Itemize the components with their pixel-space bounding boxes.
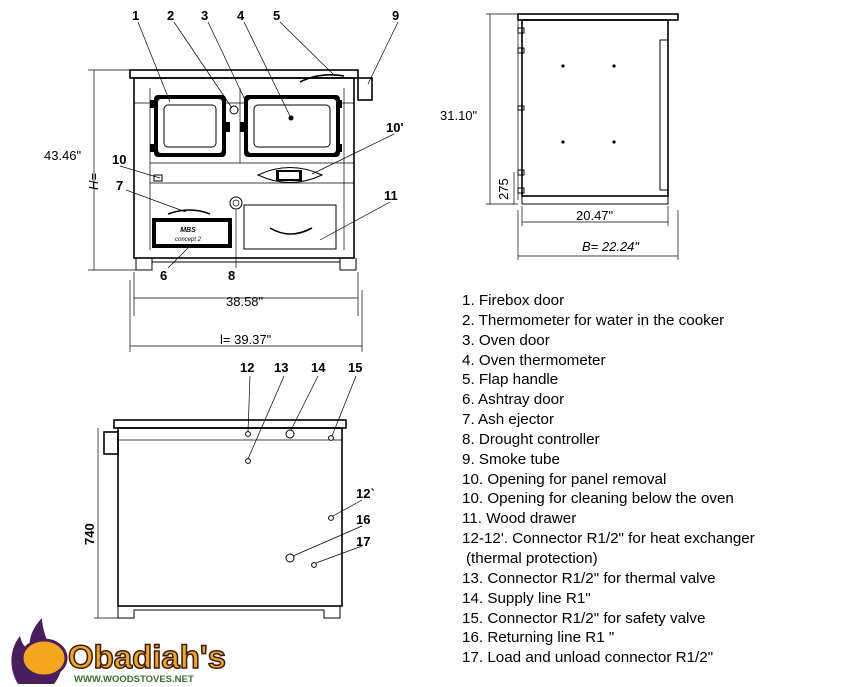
parts-legend: 1. Firebox door 2. Thermometer for water … — [462, 291, 755, 668]
legend-item: 12-12'. Connector R1/2" for heat exchang… — [462, 530, 755, 548]
callout-8: 8 — [228, 268, 235, 283]
nameplate-model: concept 2 — [175, 237, 202, 243]
callout-10-prime: 10' — [386, 120, 404, 135]
logo-text: Obadiah's — [68, 639, 226, 675]
firebox-door — [150, 95, 230, 157]
side-height-dimension: 31.10" — [440, 108, 478, 123]
legend-item: 10. Opening for cleaning below the oven — [462, 490, 734, 508]
front-cooktop — [129, 69, 359, 79]
legend-item: 6. Ashtray door — [462, 391, 565, 409]
obadiahs-logo: Obadiah's WWW.WOODSTOVES.NET — [11, 618, 227, 685]
side-view: 31.10" 275 20.47" B= 22.24" — [440, 13, 679, 260]
connector-14 — [285, 429, 295, 439]
smoke-tube — [357, 77, 373, 101]
callout-6: 6 — [160, 268, 167, 283]
front-height-dimension: 43.46" — [44, 148, 82, 163]
legend-item: 8. Drought controller — [462, 430, 600, 448]
side-inner-width-dimension: 20.47" — [576, 208, 614, 223]
connector-12-prime — [328, 515, 334, 521]
back-height-dimension: 740 — [82, 523, 97, 545]
callout-14: 14 — [311, 360, 326, 375]
ashtray-door: MBS concept 2 — [152, 218, 232, 248]
callout-12-prime: 12` — [356, 486, 375, 501]
callout-9: 9 — [392, 8, 399, 23]
ash-ejector — [167, 209, 211, 215]
legend-item: 11. Wood drawer — [462, 510, 577, 528]
legend-item: 15. Connector R1/2" for safety valve — [462, 609, 706, 627]
connector-13 — [245, 458, 251, 464]
legend-item: 13. Connector R1/2" for thermal valve — [462, 569, 716, 587]
callout-17: 17 — [356, 534, 370, 549]
back-dimension-lines — [94, 428, 118, 619]
callout-1: 1 — [132, 8, 139, 23]
connector-17 — [311, 562, 317, 568]
legend-item: 10. Opening for panel removal — [462, 470, 667, 488]
side-body — [521, 19, 669, 197]
callout-7: 7 — [116, 178, 123, 193]
back-top — [113, 419, 347, 429]
legend-item: 1. Firebox door — [462, 292, 565, 309]
callout-13: 13 — [274, 360, 288, 375]
callout-16: 16 — [356, 512, 370, 527]
logo-url: WWW.WOODSTOVES.NET — [74, 674, 194, 685]
oven-thermometer — [288, 115, 294, 121]
connector-15 — [328, 435, 334, 441]
legend-item: 16. Returning line R1 " — [462, 629, 615, 647]
front-dimension-lines — [88, 69, 363, 352]
front-view: MBS concept 2 1 2 3 4 5 — [44, 8, 404, 352]
cleaning-opening — [256, 167, 324, 183]
logo-o-ring — [20, 638, 68, 678]
back-base — [117, 606, 341, 619]
oven-door — [240, 95, 342, 157]
legend-item: 7. Ash ejector — [462, 411, 555, 429]
callout-4: 4 — [237, 8, 245, 23]
legend-item: 14. Supply line R1" — [462, 589, 591, 607]
front-foot-right — [339, 258, 357, 271]
front-overall-width-dimension: l= 39.37" — [220, 332, 272, 347]
front-body — [133, 77, 355, 259]
back-body — [117, 427, 343, 607]
wood-drawer — [243, 204, 337, 250]
legend-item: 3. Oven door — [462, 331, 550, 349]
legend-item: 2. Thermometer for water in the cooker — [462, 311, 725, 329]
front-foot-left — [135, 258, 153, 271]
side-low-dimension: 275 — [496, 178, 511, 200]
callout-15: 15 — [348, 360, 362, 375]
legend-item: 17. Load and unload connector R1/2" — [462, 649, 714, 667]
connector-12 — [245, 431, 251, 437]
front-leaders — [119, 21, 399, 269]
panel-removal-opening — [153, 174, 163, 182]
legend-item: 5. Flap handle — [462, 371, 559, 389]
back-smoke-tube — [103, 431, 119, 455]
draught-controller — [229, 196, 243, 210]
side-dimension-lines — [486, 13, 679, 260]
side-cooktop — [517, 13, 679, 21]
back-view: 12 13 14 15 12` 16 17 740 — [82, 360, 375, 619]
side-overall-width-dimension: B= 22.24" — [582, 239, 640, 254]
callout-12: 12 — [240, 360, 254, 375]
front-h-symbol: H= — [86, 173, 101, 190]
legend-item: 4. Oven thermometer — [462, 351, 606, 369]
callout-5: 5 — [273, 8, 280, 23]
nameplate-brand: MBS — [180, 227, 196, 234]
front-inner-width-dimension: 38.58" — [226, 294, 264, 309]
legend-item: (thermal protection) — [466, 549, 598, 567]
connector-16 — [285, 553, 295, 563]
legend-item: 9. Smoke tube — [462, 450, 560, 468]
callout-11: 11 — [384, 188, 398, 203]
flap-handle — [299, 74, 345, 83]
callout-3: 3 — [201, 8, 208, 23]
back-leaders — [247, 375, 363, 564]
callout-2: 2 — [167, 8, 174, 23]
callout-10: 10 — [112, 152, 126, 167]
